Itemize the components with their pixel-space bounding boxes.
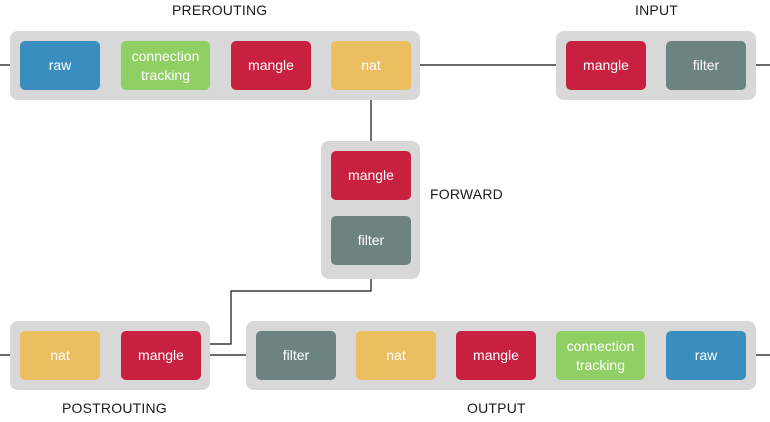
- table-label: mangle: [138, 347, 184, 364]
- chain-label-output: OUTPUT: [467, 400, 526, 416]
- table-label: mangle: [348, 167, 394, 184]
- arrow-forward-to-postrouting: [202, 265, 372, 348]
- table-label: nat: [361, 57, 381, 74]
- table-label: filter: [692, 57, 720, 74]
- table-label: mangle: [248, 57, 294, 74]
- prerouting-table-nat: nat: [331, 41, 411, 90]
- table-label: raw: [48, 57, 72, 74]
- input-table-filter: filter: [666, 41, 746, 90]
- table-label: connection tracking: [131, 48, 200, 83]
- table-label: raw: [694, 347, 718, 364]
- prerouting-table-connection-tracking: connection tracking: [121, 41, 210, 90]
- table-label: nat: [50, 347, 70, 364]
- prerouting-table-mangle: mangle: [231, 41, 311, 90]
- table-label: mangle: [473, 347, 519, 364]
- prerouting-table-raw: raw: [20, 41, 100, 90]
- input-table-mangle: mangle: [566, 41, 646, 90]
- output-table-mangle: mangle: [456, 331, 536, 380]
- chain-label-postrouting: POSTROUTING: [62, 400, 167, 416]
- postrouting-table-nat: nat: [20, 331, 100, 380]
- forward-table-filter: filter: [331, 216, 411, 265]
- table-label: mangle: [583, 57, 629, 74]
- table-label: filter: [357, 232, 385, 249]
- postrouting-table-mangle: mangle: [121, 331, 201, 380]
- chain-label-input: INPUT: [635, 2, 678, 18]
- chain-label-prerouting: PREROUTING: [172, 2, 268, 18]
- output-table-connection-tracking: connection tracking: [556, 331, 645, 380]
- table-label: filter: [282, 347, 310, 364]
- forward-table-mangle: mangle: [331, 151, 411, 200]
- table-label: connection tracking: [566, 338, 635, 373]
- table-label: nat: [386, 347, 406, 364]
- chain-label-forward: FORWARD: [430, 186, 503, 202]
- output-table-filter: filter: [256, 331, 336, 380]
- output-table-raw: raw: [666, 331, 746, 380]
- output-table-nat: nat: [356, 331, 436, 380]
